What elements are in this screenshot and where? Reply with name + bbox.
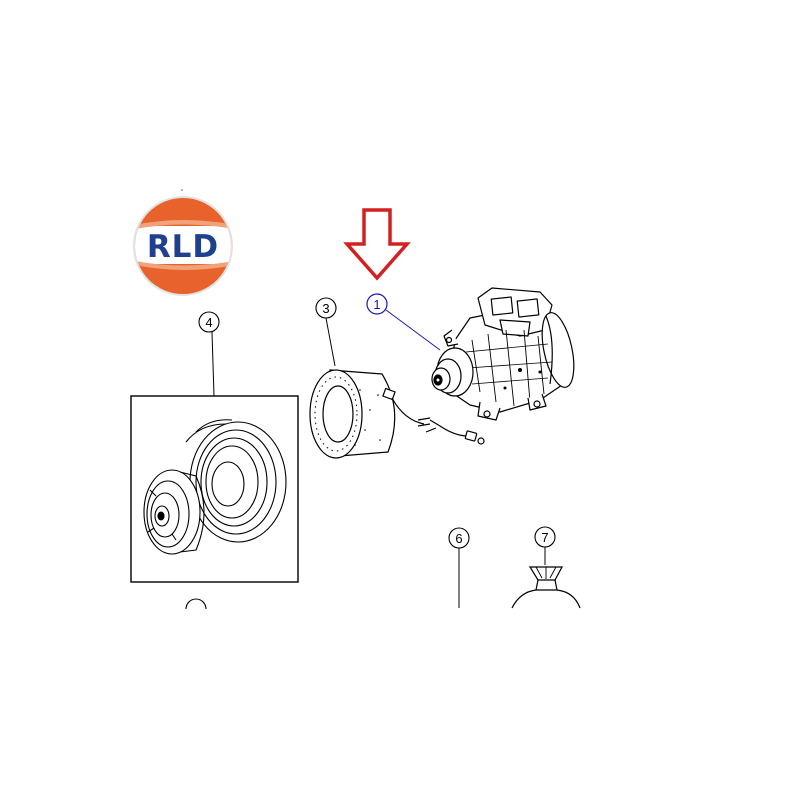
callout-3: 3 xyxy=(315,297,337,367)
callout-1-label: 1 xyxy=(373,297,380,312)
callout-4: 4 xyxy=(198,311,220,397)
callout-3-label: 3 xyxy=(322,301,329,316)
rld-logo: RLD xyxy=(133,196,233,296)
callout-partial xyxy=(185,598,207,610)
compressor-drawing xyxy=(431,287,575,421)
speck xyxy=(181,189,183,191)
clutch-pulley-box xyxy=(130,395,299,583)
logo-text: RLD xyxy=(147,229,219,265)
callout-7: 7 xyxy=(534,526,556,565)
callout-7-label: 7 xyxy=(541,530,548,545)
callout-6-label: 6 xyxy=(455,531,462,546)
down-arrow-icon xyxy=(343,208,411,281)
part-7-drawing xyxy=(511,566,581,609)
callout-6: 6 xyxy=(448,527,470,608)
callout-4-label: 4 xyxy=(205,315,212,330)
clutch-coil-drawing xyxy=(309,369,485,459)
callout-1: 1 xyxy=(366,293,441,351)
